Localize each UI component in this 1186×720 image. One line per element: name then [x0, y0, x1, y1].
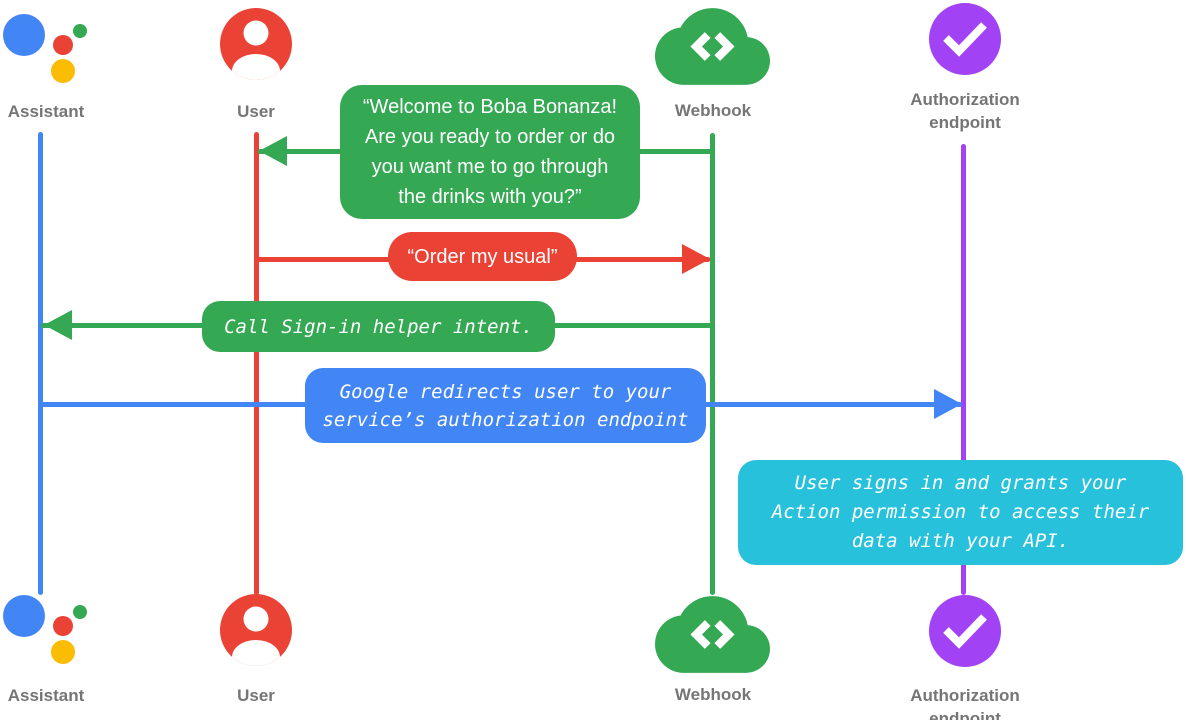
user-icon	[220, 594, 292, 666]
message-line: User signs in and grants your	[794, 472, 1127, 494]
message-line: “Order my usual”	[407, 245, 558, 268]
webhook-cloud-icon	[655, 596, 770, 673]
actor-label-line: endpoint	[929, 709, 1001, 720]
message-line: the drinks with you?”	[398, 186, 582, 208]
message-line: service’s authorization endpoint	[322, 408, 689, 431]
actor-label-user: User	[237, 102, 275, 121]
actor-label-line: Authorization	[910, 686, 1020, 705]
welcome-message-bubble: “Welcome to Boba Bonanza! Are you ready …	[340, 85, 640, 219]
authorization-lifeline	[961, 144, 966, 595]
authorization-check-icon	[929, 595, 1001, 667]
actor-label-line: Authorization	[910, 90, 1020, 109]
message-line: Are you ready to order or do	[364, 126, 616, 148]
webhook-lifeline	[710, 133, 715, 595]
redirect-arrowhead-icon	[934, 389, 962, 419]
order-message-bubble: “Order my usual”	[388, 232, 577, 281]
user-icon	[220, 8, 292, 80]
welcome-arrowhead-icon	[259, 136, 287, 166]
grant-note-bubble: User signs in and grants your Action per…	[738, 460, 1183, 565]
actor-label-authorization: Authorization endpoint	[910, 88, 1020, 134]
actor-label-user: User	[237, 686, 275, 705]
authorization-check-icon	[929, 3, 1001, 75]
message-line: you want me to go through	[371, 156, 609, 178]
message-line: Action permission to access their	[771, 501, 1150, 523]
google-assistant-icon	[3, 14, 87, 83]
order-arrowhead-icon	[682, 244, 710, 274]
webhook-cloud-icon	[655, 8, 770, 85]
actor-label-webhook: Webhook	[674, 101, 752, 120]
google-assistant-icon	[3, 595, 87, 664]
actor-label-authorization: Authorization endpoint	[910, 684, 1020, 720]
message-line: data with your API.	[851, 530, 1070, 552]
actor-label-line: endpoint	[929, 113, 1001, 132]
actor-label-webhook: Webhook	[674, 685, 752, 704]
message-line: “Welcome to Boba Bonanza!	[362, 96, 618, 118]
actor-label-assistant: Assistant	[7, 686, 85, 705]
message-line: Google redirects user to your	[339, 380, 672, 403]
assistant-lifeline	[38, 132, 43, 595]
signin-message-bubble: Call Sign-in helper intent.	[202, 301, 555, 352]
signin-arrowhead-icon	[44, 310, 72, 340]
user-lifeline	[254, 132, 259, 595]
redirect-message-bubble: Google redirects user to your service’s …	[305, 368, 706, 443]
message-line: Call Sign-in helper intent.	[224, 315, 533, 338]
actor-label-assistant: Assistant	[7, 102, 85, 121]
